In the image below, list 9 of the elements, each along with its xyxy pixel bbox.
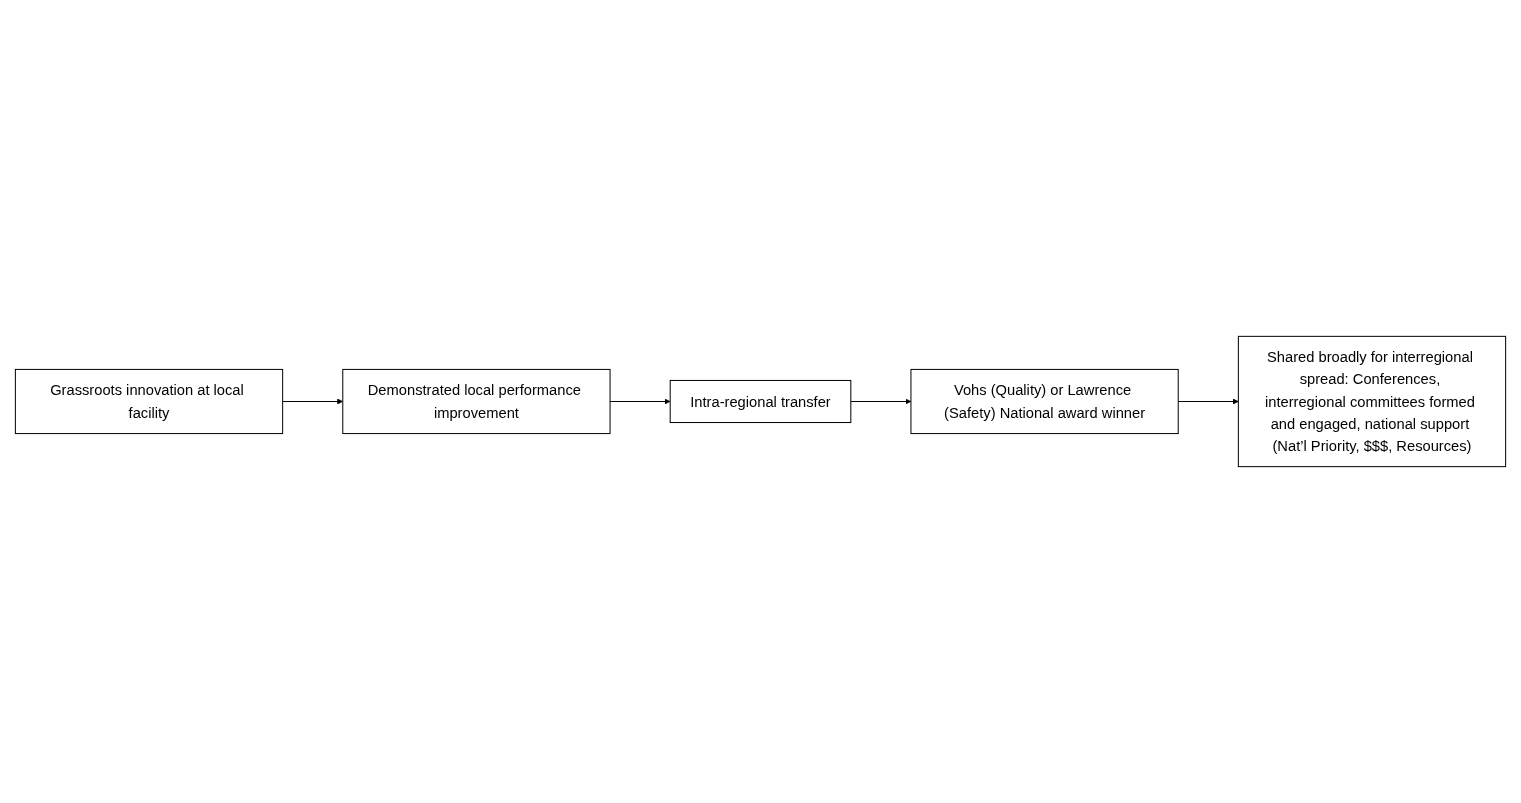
- node-box: Grassroots innovation at local facility: [14, 368, 284, 435]
- arrow: [1177, 398, 1239, 405]
- arrow: [282, 398, 344, 405]
- arrow: [850, 398, 912, 405]
- node-box: Demonstrated local performance improvement: [342, 368, 611, 435]
- node-box: Shared broadly for interregional spread: Conferences, interregional committees formed and engaged, national support (Nat’l Priority, $$$, Resources): [1237, 335, 1507, 468]
- node-box: Vohs (Quality) or Lawrence (Safety) National award winner: [910, 368, 1179, 435]
- arrow: [609, 398, 671, 405]
- node-box: Intra-regional transfer: [669, 379, 852, 424]
